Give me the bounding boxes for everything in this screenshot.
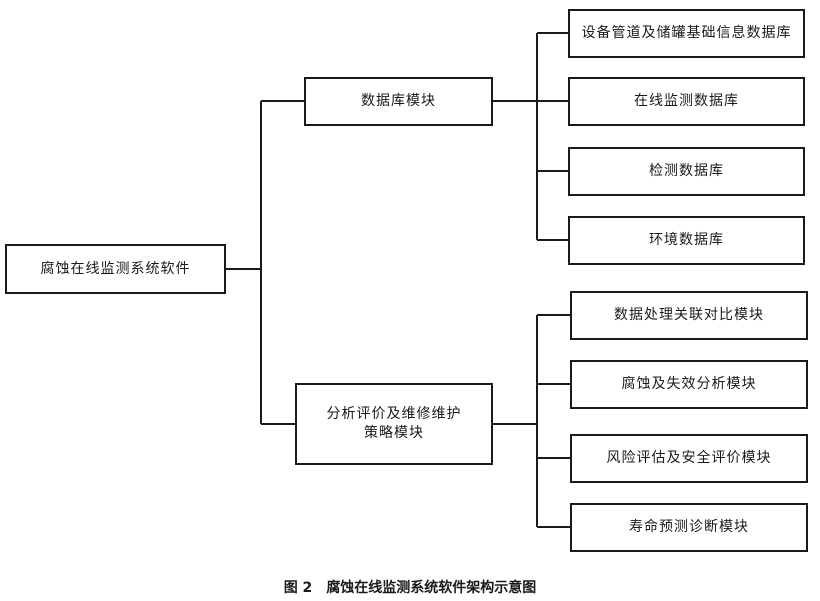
leaf-node-online-monitoring-db: 在线监测数据库 bbox=[568, 77, 805, 126]
leaf-label: 在线监测数据库 bbox=[634, 93, 739, 109]
analysis-module-label-line1: 分析评价及维修维护 bbox=[326, 406, 462, 422]
database-module-node: 数据库模块 bbox=[304, 77, 493, 126]
figure-number: 图 2 bbox=[283, 580, 313, 596]
figure-caption: 图 2 腐蚀在线监测系统软件架构示意图 bbox=[0, 577, 820, 597]
leaf-label: 环境数据库 bbox=[649, 232, 724, 248]
figure-title: 腐蚀在线监测系统软件架构示意图 bbox=[326, 580, 537, 596]
leaf-node-life-prediction: 寿命预测诊断模块 bbox=[570, 503, 808, 552]
leaf-label: 风险评估及安全评价模块 bbox=[606, 450, 772, 466]
leaf-node-risk-safety-assessment: 风险评估及安全评价模块 bbox=[570, 434, 808, 483]
root-node: 腐蚀在线监测系统软件 bbox=[5, 244, 226, 294]
root-label: 腐蚀在线监测系统软件 bbox=[40, 260, 191, 277]
analysis-module-label-line2: 策略模块 bbox=[364, 425, 424, 441]
leaf-node-environment-db: 环境数据库 bbox=[568, 216, 805, 265]
leaf-label: 数据处理关联对比模块 bbox=[614, 307, 764, 323]
analysis-module-node: 分析评价及维修维护 策略模块 bbox=[295, 383, 493, 465]
leaf-node-inspection-db: 检测数据库 bbox=[568, 147, 805, 196]
leaf-node-basic-info-db: 设备管道及储罐基础信息数据库 bbox=[568, 9, 805, 58]
database-module-label: 数据库模块 bbox=[361, 93, 436, 109]
leaf-node-data-processing: 数据处理关联对比模块 bbox=[570, 291, 808, 340]
leaf-node-corrosion-failure-analysis: 腐蚀及失效分析模块 bbox=[570, 360, 808, 409]
leaf-label: 检测数据库 bbox=[649, 163, 724, 179]
leaf-label: 寿命预测诊断模块 bbox=[629, 519, 749, 535]
leaf-label: 设备管道及储罐基础信息数据库 bbox=[581, 25, 792, 41]
leaf-label: 腐蚀及失效分析模块 bbox=[621, 376, 757, 392]
